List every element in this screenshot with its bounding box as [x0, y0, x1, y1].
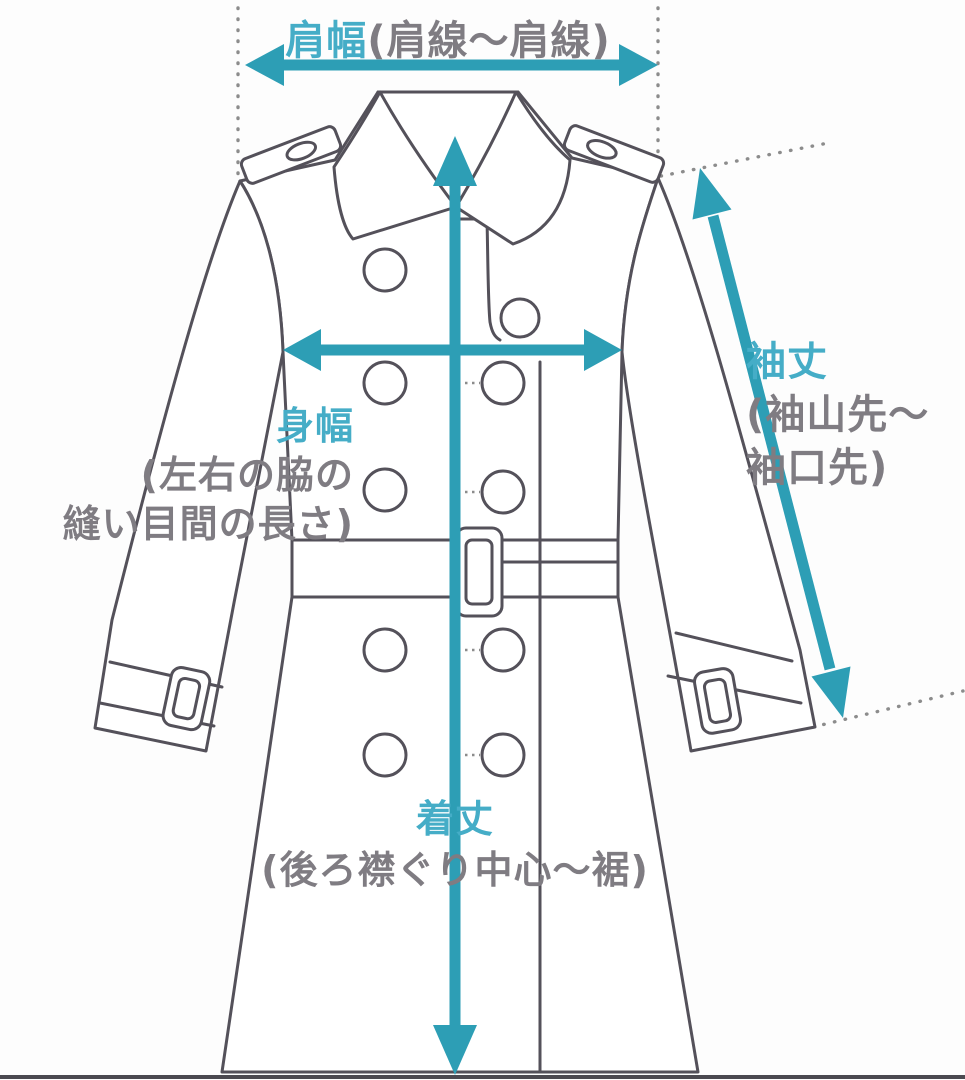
button [480, 627, 526, 673]
sleeve-length-detail-line2: 袖口先) [746, 445, 889, 491]
body-width-term: 身幅 [275, 404, 354, 448]
left-cuff-buckle [161, 666, 212, 732]
arrowhead-left [245, 44, 284, 86]
arrow-shaft [707, 214, 836, 671]
button [480, 360, 526, 406]
left-cuff-buckle-inner [171, 676, 202, 721]
right-epaulette [562, 124, 666, 184]
arrowhead-bottom [433, 1025, 477, 1075]
right-cuff-buckle [692, 667, 742, 735]
collar [332, 90, 572, 246]
label-sleeve-length: 袖丈 (袖山先～ 袖口先) [746, 336, 929, 495]
arrow-shaft [449, 182, 461, 1027]
body-width-detail-line2: 縫い目間の長さ) [62, 502, 354, 546]
label-body-width: 身幅 (左右の脇の 縫い目間の長さ) [40, 402, 354, 549]
belt-buckle-inner [464, 538, 494, 606]
body-width-detail-line1: (左右の脇の [140, 453, 354, 497]
right-epaulette-hole [586, 139, 618, 160]
button [362, 732, 408, 778]
right-cuff-buckle-inner [702, 677, 733, 724]
button [362, 360, 408, 406]
right-sleeve-panel [620, 176, 817, 753]
left-epaulette [239, 125, 343, 185]
label-shoulder-width: 肩幅(肩線～肩線) [98, 8, 798, 66]
button [499, 297, 541, 339]
buttons [362, 247, 541, 778]
length-term: 着丈 [415, 797, 494, 841]
arrowhead-top [433, 136, 477, 186]
arrow-shaft [280, 59, 626, 71]
left-epaulette-hole [285, 140, 318, 162]
arrowhead-left [283, 329, 321, 371]
arrowhead-right [619, 44, 658, 86]
arrow-shoulder-width [245, 44, 658, 86]
guide-sleeve-bottom [811, 689, 965, 729]
arrow-sleeve-length [692, 168, 851, 718]
sleeve-length-term: 袖丈 [746, 339, 828, 385]
front-overlap-edge [485, 217, 502, 342]
left-sleeve-panel [93, 179, 285, 753]
arrowhead-bottom [811, 666, 851, 718]
guide-sleeve-top [659, 141, 830, 178]
right-cuff-band-top [674, 631, 794, 663]
label-length: 着丈 (後ろ襟ぐり中心～裾) [150, 794, 760, 896]
arrowhead-top [692, 168, 732, 220]
button [480, 732, 526, 778]
arrowhead-right [584, 329, 622, 371]
collar-right-leaf [454, 90, 572, 246]
button [362, 467, 408, 513]
button [362, 247, 408, 293]
arrow-length [433, 136, 477, 1075]
sleeve-length-detail-line1: (袖山先～ [746, 392, 930, 438]
right-sleeve [620, 176, 817, 753]
collar-left-leaf [332, 90, 458, 241]
length-detail: (後ろ襟ぐり中心～裾) [261, 848, 649, 892]
shoulder-width-term: 肩幅 [285, 18, 368, 64]
button [362, 627, 408, 673]
left-sleeve [93, 179, 285, 753]
button [480, 469, 526, 515]
shoulder-width-detail: (肩線～肩線) [367, 18, 611, 64]
